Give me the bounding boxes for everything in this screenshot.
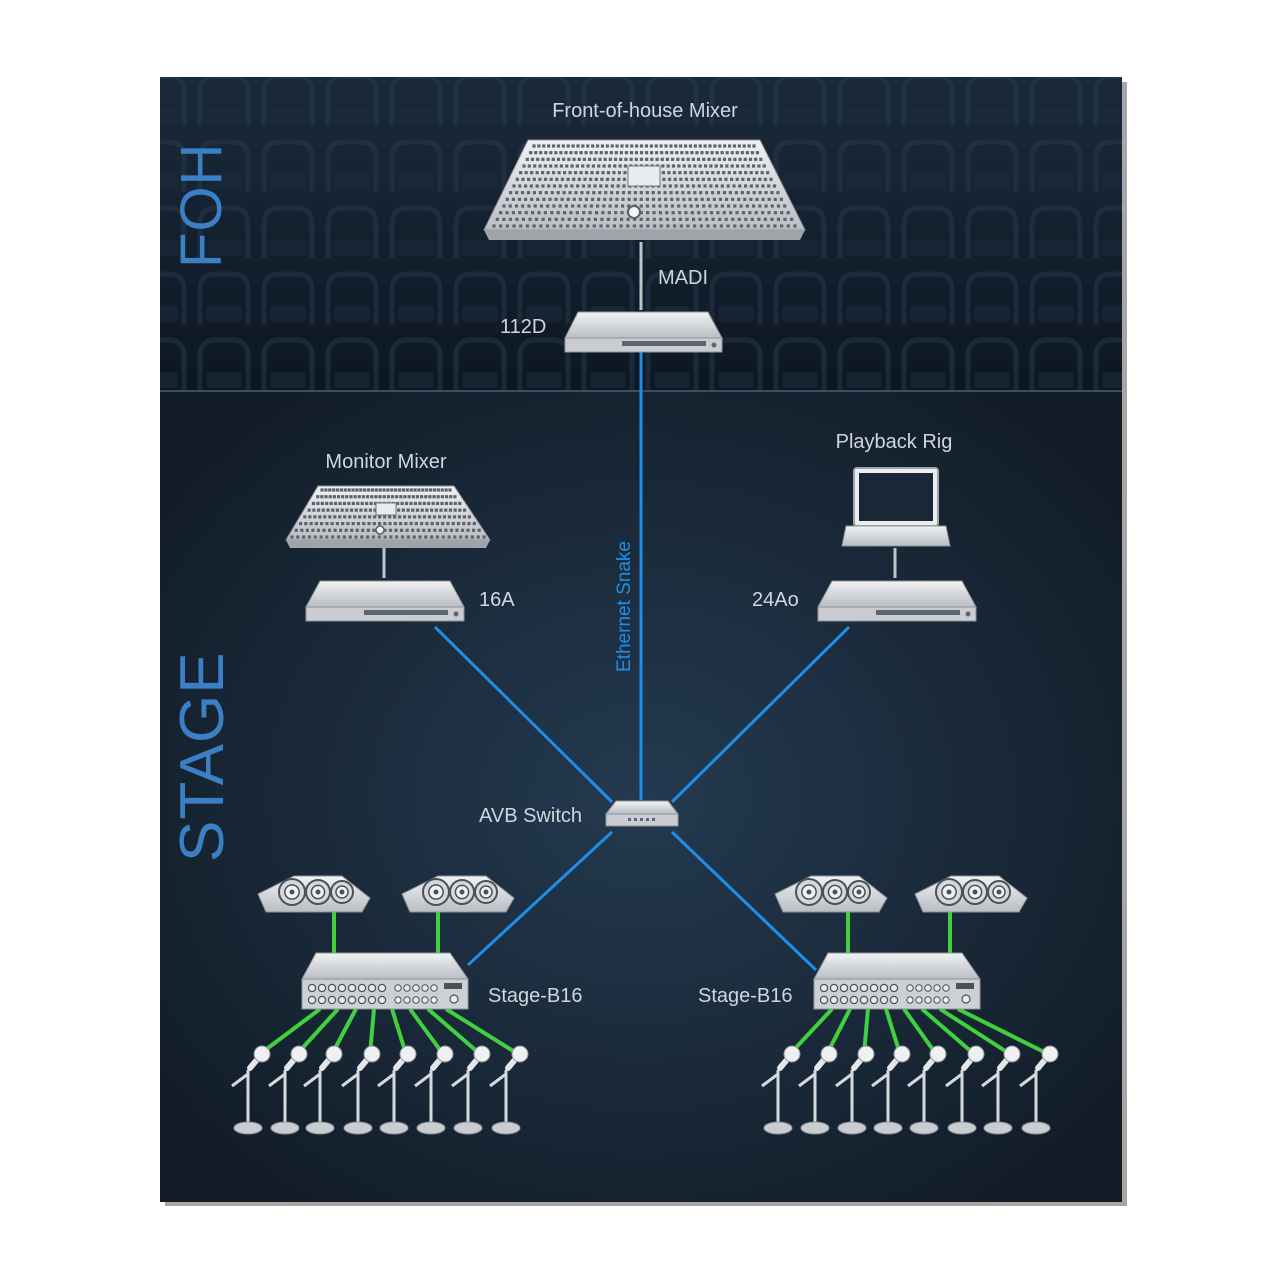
avb-switch-icon[interactable] [604,800,680,827]
stage-box-left-label: Stage-B16 [488,985,583,1007]
stage-monitor-wedge-icon[interactable] [401,875,515,913]
madi-label: MADI [658,267,708,289]
stage-cluster-left [231,875,529,1135]
interface-112d-label: 112D [500,316,546,338]
microphone-stand-icon[interactable] [835,1045,875,1135]
stage-cluster-right [761,875,1059,1135]
monitor-mixer-icon[interactable] [285,485,491,548]
playback-rig-label: Playback Rig [836,431,953,453]
interface-24ao-label: 24Ao [752,589,799,611]
microphone-stand-icon[interactable] [798,1045,838,1135]
link-switch-stagebox-right [670,830,818,972]
microphone-stand-icon[interactable] [414,1045,454,1135]
ethernet-links [433,352,851,972]
monitor-mixer-label: Monitor Mixer [325,451,446,473]
microphone-stand-icon[interactable] [231,1045,271,1135]
microphone-stand-icon[interactable] [303,1045,343,1135]
ethernet-snake-label: Ethernet Snake [614,541,635,672]
avb-switch-label: AVB Switch [479,805,582,827]
microphone-stand-icon[interactable] [377,1045,417,1135]
interface-16a-icon[interactable] [305,580,465,622]
microphone-stand-icon[interactable] [907,1045,947,1135]
stage-box-icon[interactable] [301,952,469,1010]
interface-16a-label: 16A [479,589,515,611]
microphone-stand-icon[interactable] [1019,1045,1059,1135]
stage-section-label: STAGE [168,651,237,862]
stage-monitor-wedge-icon[interactable] [774,875,888,913]
stage-box-icon[interactable] [813,952,981,1010]
foh-mixer-label: Front-of-house Mixer [552,100,738,122]
microphone-stand-icon[interactable] [981,1045,1021,1135]
interface-112d-icon[interactable] [564,311,723,353]
link-24ao-switch [670,625,851,804]
stage-box-right-label: Stage-B16 [698,985,793,1007]
microphone-stand-icon[interactable] [268,1045,308,1135]
microphone-stand-icon[interactable] [871,1045,911,1135]
microphone-stand-icon[interactable] [761,1045,801,1135]
microphone-stand-icon[interactable] [341,1045,381,1135]
interface-24ao-icon[interactable] [817,580,977,622]
stage-monitor-wedge-icon[interactable] [914,875,1028,913]
microphone-stand-icon[interactable] [945,1045,985,1135]
laptop-icon[interactable] [841,467,951,547]
foh-mixer-icon[interactable] [483,139,806,240]
stage-monitor-wedge-icon[interactable] [257,875,371,913]
foh-section-label: FOH [169,143,234,268]
microphone-stand-icon[interactable] [489,1045,529,1135]
link-switch-stagebox-left [466,830,614,967]
microphone-stand-icon[interactable] [451,1045,491,1135]
link-16a-switch [433,625,614,804]
